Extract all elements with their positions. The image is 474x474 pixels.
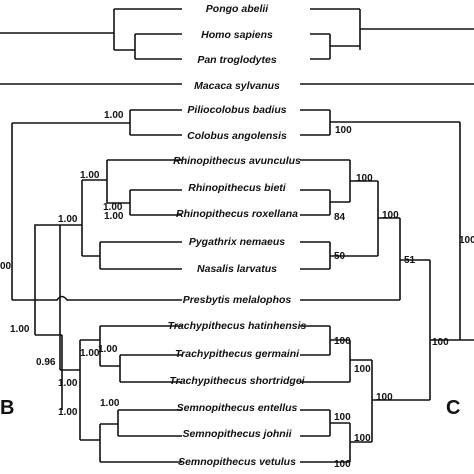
- taxon-label: Rhinopithecus avunculus: [173, 155, 301, 167]
- taxon-label: Pan troglodytes: [197, 54, 277, 66]
- tree-branch: [12, 109, 182, 136]
- taxon-label: Semnopithecus entellus: [177, 402, 298, 414]
- taxon-label: Rhinopithecus bieti: [188, 182, 287, 194]
- taxon-label: Semnopithecus johnii: [182, 428, 292, 440]
- taxon-label: Nasalis larvatus: [197, 263, 277, 275]
- tree-branch: [400, 259, 455, 341]
- taxon-label: Semnopithecus vetulus: [178, 456, 296, 468]
- tree-branch: [34, 224, 61, 370]
- panel-label-c: C: [446, 397, 460, 419]
- tree-branch: [12, 270, 62, 336]
- taxon-label: Pygathrix nemaeus: [189, 236, 285, 248]
- taxon-label: Homo sapiens: [201, 29, 273, 41]
- support-value: 100: [354, 433, 371, 444]
- left-tree: [0, 8, 182, 463]
- support-value: 100: [354, 364, 371, 375]
- support-value: 100: [459, 235, 474, 246]
- taxon-label: Trachypithecus germaini: [175, 348, 300, 360]
- taxon-label: Rhinopithecus roxellana: [176, 208, 298, 220]
- tree-branch: [300, 325, 372, 383]
- support-value: 1.00: [98, 344, 118, 355]
- taxon-label: Colobus angolensis: [187, 130, 287, 142]
- tree-branch: [300, 181, 400, 270]
- tree-branch: [60, 325, 182, 440]
- tree-branch: [0, 8, 182, 60]
- tree-branch: [300, 109, 460, 136]
- support-value: 1.00: [58, 407, 78, 418]
- taxon-label: Trachypithecus shortridgei: [169, 375, 305, 387]
- support-value: 1.00: [58, 378, 78, 389]
- tree-branch: [300, 218, 401, 301]
- support-value: 84: [334, 212, 346, 223]
- taxon-label: Trachypithecus hatinhensis: [168, 320, 307, 332]
- support-value: 1.00: [104, 211, 124, 222]
- tree-branch: [310, 8, 474, 60]
- tree-branch: [60, 159, 182, 256]
- support-value: 1.00: [58, 214, 78, 225]
- support-value: 100: [335, 125, 352, 136]
- support-value: 1.00: [104, 110, 124, 121]
- support-value: 1.00: [103, 202, 123, 213]
- tree-branch: [300, 159, 378, 216]
- taxon-label: Presbytis melalophos: [183, 294, 292, 306]
- support-value: 100: [356, 173, 373, 184]
- support-value: 1.00: [100, 398, 120, 409]
- tree-branch: [82, 241, 182, 270]
- support-value: 0.96: [36, 357, 56, 368]
- tree-branch: [80, 409, 182, 463]
- tree-branch: [35, 295, 182, 301]
- support-value: 100: [334, 412, 351, 423]
- panel-label-b: B: [0, 397, 14, 419]
- support-value: 100: [334, 459, 351, 470]
- support-value: 100: [376, 392, 393, 403]
- support-value: 51: [404, 255, 416, 266]
- taxon-label: Piliocolobus badius: [187, 104, 286, 116]
- support-value: 100: [334, 336, 351, 347]
- support-value: 1.00: [80, 348, 100, 359]
- support-value: 1.00: [80, 170, 100, 181]
- tree-branch: [455, 122, 474, 341]
- right-tree: [300, 8, 474, 463]
- tree-branch: [300, 340, 431, 463]
- support-value: 100: [382, 210, 399, 221]
- support-value: 00: [0, 261, 12, 272]
- taxon-label: Pongo abelii: [206, 3, 270, 15]
- taxon-label: Macaca sylvanus: [194, 80, 280, 92]
- support-value: 1.00: [10, 324, 30, 335]
- support-value: 50: [334, 251, 346, 262]
- support-value: 100: [432, 337, 449, 348]
